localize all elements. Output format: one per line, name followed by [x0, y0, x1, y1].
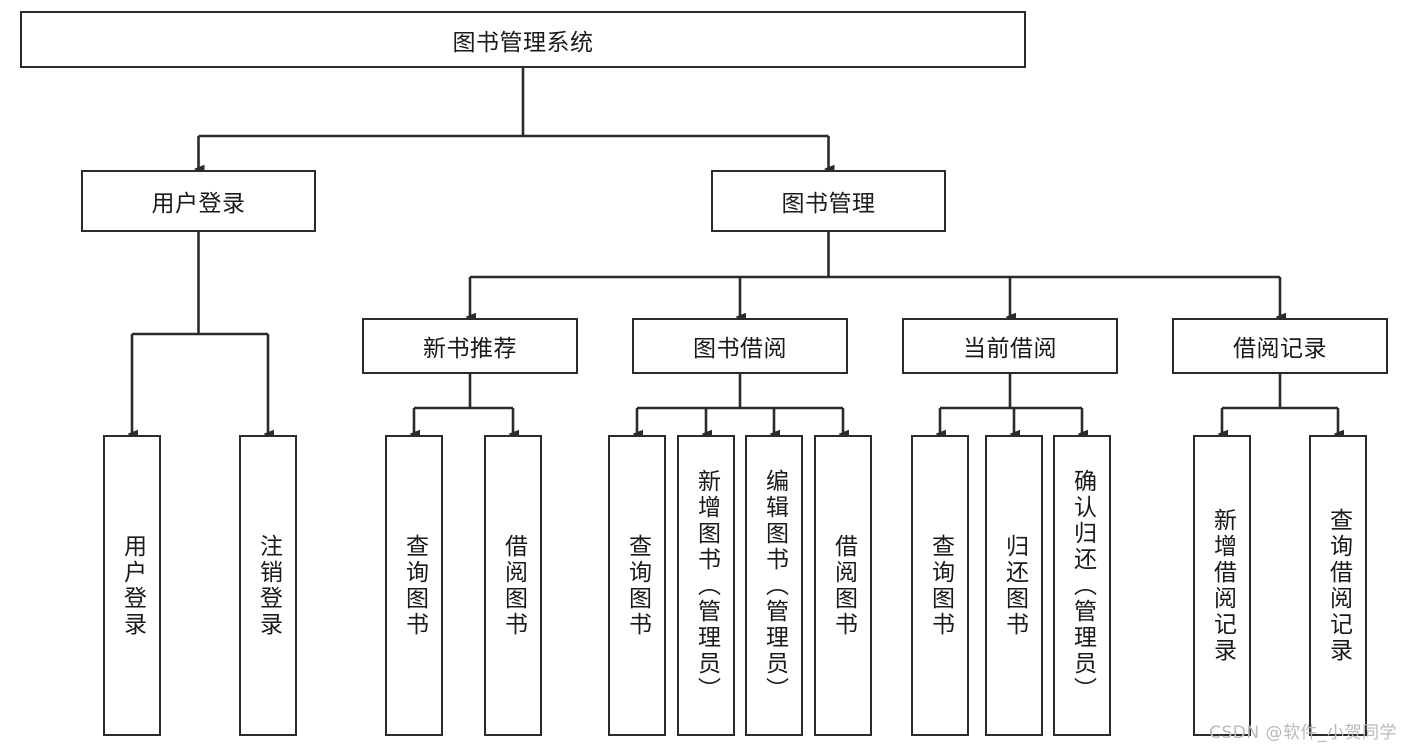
- node-book-management[interactable]: 图书管理: [711, 170, 946, 232]
- node-label: 新书推荐: [423, 336, 517, 362]
- node-label: 确认归还（管理员）: [1069, 468, 1096, 703]
- node-borrowing-record[interactable]: 借阅记录: [1172, 318, 1388, 374]
- node-label: 新增借阅记录: [1209, 507, 1236, 664]
- node-label: 用户登录: [119, 533, 146, 638]
- leaf-borrow-borrow-book[interactable]: 借阅图书: [814, 435, 872, 736]
- node-label: 图书管理: [781, 191, 876, 217]
- leaf-rec-query-book[interactable]: 查询图书: [385, 435, 443, 736]
- node-user-login[interactable]: 用户登录: [81, 170, 316, 232]
- leaf-borrow-add-book-admin[interactable]: 新增图书（管理员）: [677, 435, 735, 736]
- node-root-book-management-system[interactable]: 图书管理系统: [20, 11, 1026, 68]
- node-label: 编辑图书（管理员）: [761, 468, 788, 703]
- node-label: 借阅图书: [830, 533, 857, 638]
- node-label: 借阅图书: [500, 533, 527, 638]
- leaf-borrow-edit-book-admin[interactable]: 编辑图书（管理员）: [745, 435, 803, 736]
- node-label: 查询图书: [927, 533, 954, 638]
- leaf-record-query-borrow-record[interactable]: 查询借阅记录: [1309, 435, 1367, 736]
- leaf-record-add-borrow-record[interactable]: 新增借阅记录: [1193, 435, 1251, 736]
- leaf-user-logout[interactable]: 注销登录: [239, 435, 297, 736]
- node-label: 查询图书: [624, 533, 651, 638]
- node-label: 图书管理系统: [452, 29, 594, 56]
- leaf-current-confirm-return-admin[interactable]: 确认归还（管理员）: [1053, 435, 1111, 736]
- node-label: 图书借阅: [693, 336, 787, 362]
- node-book-borrowing[interactable]: 图书借阅: [632, 318, 848, 374]
- leaf-user-login[interactable]: 用户登录: [103, 435, 161, 736]
- node-label: 借阅记录: [1233, 336, 1327, 362]
- leaf-rec-borrow-book[interactable]: 借阅图书: [484, 435, 542, 736]
- node-new-book-recommendation[interactable]: 新书推荐: [362, 318, 578, 374]
- node-label: 注销登录: [255, 533, 282, 638]
- node-label: 查询借阅记录: [1325, 507, 1352, 664]
- watermark-text: CSDN @软件_小贺同学: [1209, 723, 1397, 743]
- node-current-borrowing[interactable]: 当前借阅: [902, 318, 1118, 374]
- leaf-current-query-book[interactable]: 查询图书: [911, 435, 969, 736]
- leaf-borrow-query-book[interactable]: 查询图书: [608, 435, 666, 736]
- node-label: 新增图书（管理员）: [693, 468, 720, 703]
- node-label: 归还图书: [1001, 533, 1028, 638]
- node-label: 当前借阅: [963, 336, 1057, 362]
- leaf-current-return-book[interactable]: 归还图书: [985, 435, 1043, 736]
- node-label: 查询图书: [401, 533, 428, 638]
- node-label: 用户登录: [151, 191, 246, 217]
